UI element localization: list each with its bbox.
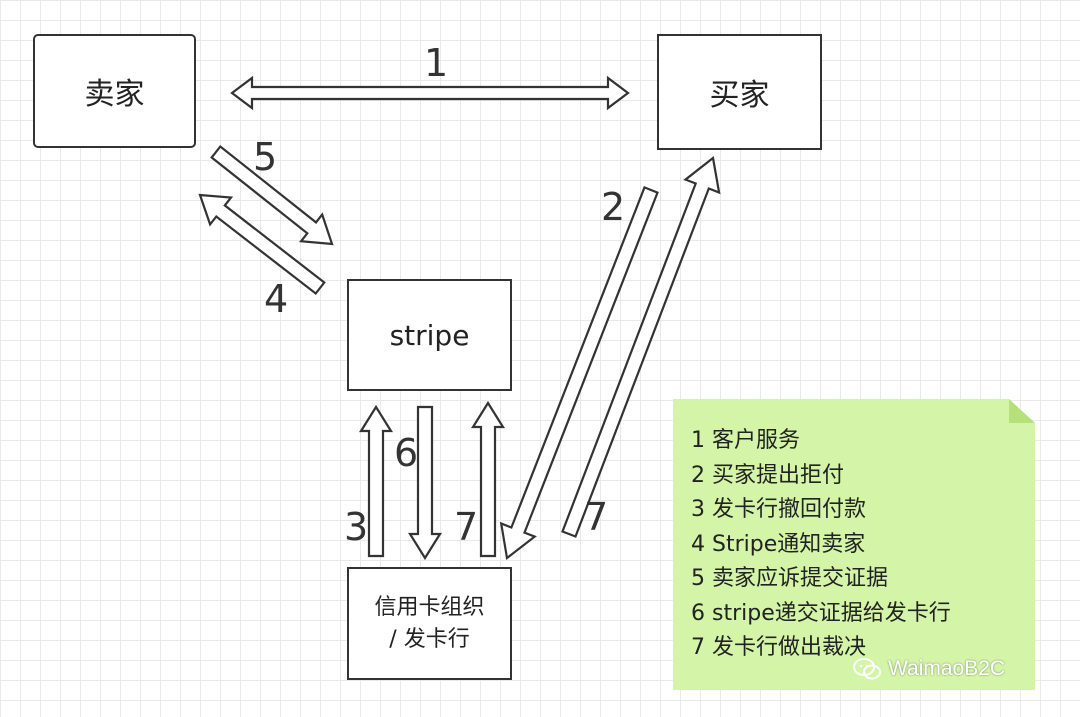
arrow-6-stripe-to-issuer [408,405,442,561]
legend-item: 7 发卡行做出裁决 [691,635,866,660]
node-issuer-label-line1: 信用卡组织 [374,594,485,620]
arrow-label-5: 5 [253,135,278,179]
node-stripe: stripe [347,279,512,391]
arrow-4-stripe-to-seller [198,193,326,296]
arrow-label-6: 6 [394,431,419,475]
node-seller-label: 卖家 [84,77,145,112]
legend-list: 1 客户服务 2 买家提出拒付 3 发卡行撤回付款 4 Stripe通知卖家 5… [691,424,951,666]
node-buyer: 买家 [657,34,822,150]
arrow-label-1: 1 [424,41,449,85]
arrow-5-seller-to-stripe [210,144,334,246]
legend-item: 2 买家提出拒付 [691,462,844,488]
node-stripe-label: stripe [389,318,470,352]
legend-item: 6 stripe递交证据给发卡行 [691,600,951,626]
arrow-label-7-right: 7 [584,495,609,539]
arrow-7-issuer-to-stripe [471,400,505,558]
arrow-label-3: 3 [344,505,369,549]
node-issuer: 信用卡组织 / 发卡行 [347,567,512,680]
wechat-icon [853,658,881,680]
arrow-label-7-left: 7 [454,505,479,549]
arrow-1-seller-buyer [230,75,630,111]
node-issuer-label-line2: / 发卡行 [389,626,470,652]
arrow-3-issuer-to-stripe [359,404,393,558]
watermark: WaimaoB2C [852,657,1005,681]
legend-item: 1 客户服务 [691,428,800,453]
watermark-text: WaimaoB2C [888,657,1006,680]
legend-note-shape [673,399,1035,690]
arrow-7-issuer-to-buyer [561,156,721,538]
node-seller: 卖家 [33,34,196,148]
arrow-label-2: 2 [601,185,626,229]
node-buyer-label: 买家 [709,78,770,113]
arrow-label-4: 4 [264,277,289,321]
legend-note: 1 客户服务 2 买家提出拒付 3 发卡行撤回付款 4 Stripe通知卖家 5… [673,399,1035,690]
legend-item: 4 Stripe通知卖家 [691,531,866,557]
legend-item: 3 发卡行撤回付款 [691,497,866,522]
arrow-2-buyer-to-issuer [499,185,659,560]
legend-item: 5 卖家应诉提交证据 [691,566,888,591]
